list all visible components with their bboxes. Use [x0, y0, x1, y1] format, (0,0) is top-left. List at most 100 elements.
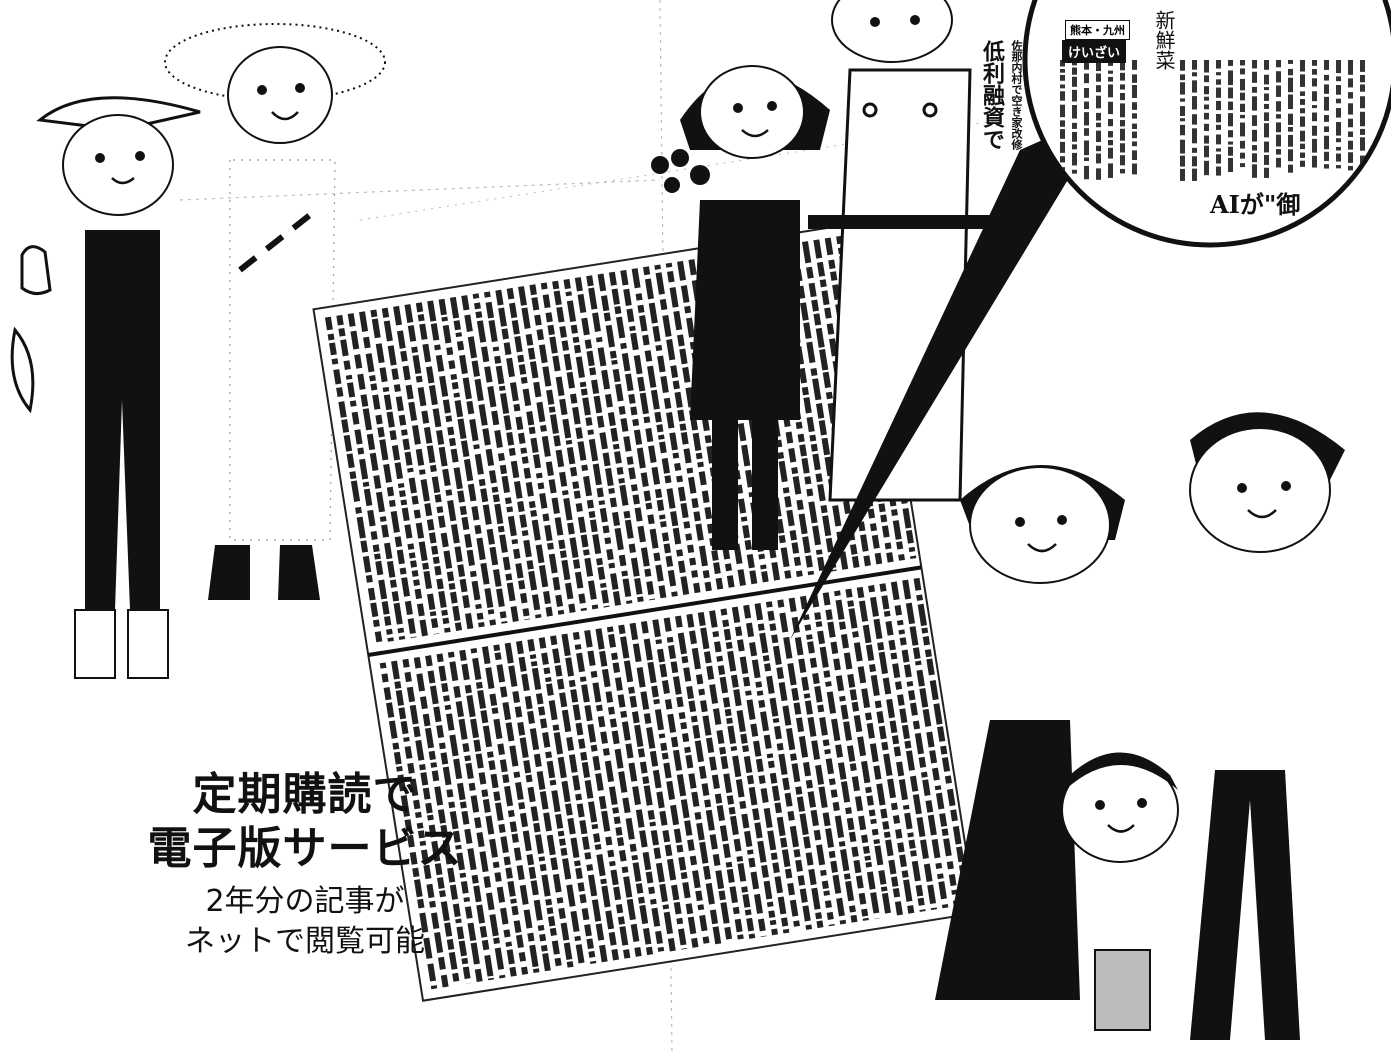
lens-text-mark [1228, 113, 1233, 127]
newspaper-text-mark [694, 811, 702, 820]
lens-text-mark [1120, 155, 1125, 166]
newspaper-text-mark [684, 746, 691, 754]
newspaper-text-mark [356, 516, 366, 539]
newspaper-text-mark [651, 685, 659, 698]
newspaper-text-mark [722, 697, 731, 708]
newspaper-text-mark [609, 350, 617, 359]
newspaper-text-mark [481, 646, 491, 665]
lens-text-mark [1132, 141, 1137, 147]
newspaper-text-mark [528, 426, 536, 435]
newspaper-text-mark [620, 636, 630, 659]
lens-text-mark [1240, 140, 1245, 149]
newspaper-text-mark [492, 346, 500, 352]
newspaper-text-mark [675, 615, 683, 628]
newspaper-text-mark [559, 550, 567, 559]
lens-text-mark [1300, 143, 1305, 150]
newspaper-text-mark [851, 846, 859, 858]
newspaper-text-mark [493, 937, 500, 945]
newspaper-text-mark [440, 974, 449, 988]
newspaper-text-mark [464, 684, 472, 694]
newspaper-text-mark [720, 755, 729, 770]
newspaper-text-mark [648, 445, 657, 463]
newspaper-text-mark [843, 873, 851, 880]
lens-text-mark [1228, 130, 1233, 138]
newspaper-text-mark [545, 751, 553, 759]
newspaper-text-mark [626, 308, 635, 323]
newspaper-text-mark [796, 796, 806, 812]
newspaper-text-mark [584, 704, 593, 722]
lens-text-mark [1324, 164, 1329, 169]
newspaper-text-mark [653, 698, 660, 705]
newspaper-text-mark [351, 411, 360, 425]
newspaper-text-mark [858, 892, 867, 905]
newspaper-text-mark [367, 587, 376, 601]
newspaper-text-mark [655, 564, 664, 582]
newspaper-text-mark [637, 748, 646, 758]
newspaper-text-mark [553, 732, 564, 755]
newspaper-text-mark [914, 732, 925, 755]
newspaper-text-mark [464, 314, 473, 332]
newspaper-text-mark [521, 673, 530, 692]
newspaper-text-mark [599, 507, 608, 523]
newspaper-text-mark [676, 475, 683, 483]
newspaper-text-mark [439, 890, 446, 898]
newspaper-text-mark [781, 917, 789, 927]
newspaper-text-mark [785, 431, 794, 444]
newspaper-text-mark [816, 403, 825, 419]
newspaper-text-mark [709, 909, 719, 925]
newspaper-text-mark [608, 786, 618, 806]
lens-text-mark [1228, 146, 1233, 156]
newspaper-text-mark [592, 682, 602, 703]
newspaper-text-mark [480, 562, 490, 585]
newspaper-text-mark [467, 922, 477, 942]
newspaper-text-mark [350, 330, 360, 350]
newspaper-text-mark [826, 323, 835, 335]
newspaper-text-mark [899, 637, 907, 646]
newspaper-text-mark [429, 900, 436, 908]
newspaper-text-mark [663, 397, 672, 409]
newspaper-text-mark [481, 789, 489, 798]
newspaper-text-mark [440, 752, 449, 765]
newspaper-text-mark [892, 663, 901, 679]
lens-text-mark [1312, 112, 1317, 122]
newspaper-text-mark [530, 806, 539, 822]
newspaper-text-mark [498, 385, 506, 392]
lens-text-mark [1348, 78, 1353, 88]
newspaper-text-mark [590, 744, 598, 752]
newspaper-text-mark [442, 839, 451, 854]
family-figures [935, 412, 1345, 1040]
newspaper-text-mark [753, 740, 762, 757]
florist-figure [651, 65, 830, 550]
lens-text-mark [1300, 108, 1305, 114]
newspaper-text-mark [409, 778, 419, 797]
newspaper-text-mark [788, 447, 797, 463]
lens-text-mark [1096, 73, 1101, 82]
newspaper-text-mark [537, 924, 545, 931]
newspaper-text-mark [447, 426, 455, 436]
lens-text-mark [1264, 103, 1269, 109]
newspaper-text-mark [823, 670, 831, 678]
newspaper-text-mark [491, 410, 500, 426]
newspaper-text-mark [382, 386, 390, 393]
newspaper-text-mark [393, 384, 401, 393]
lens-text-mark [1132, 74, 1137, 83]
newspaper-text-mark [499, 464, 508, 475]
newspaper-text-mark [438, 742, 446, 750]
newspaper-text-mark [588, 287, 598, 310]
newspaper-text-mark [349, 400, 357, 407]
newspaper-text-mark [676, 549, 684, 557]
newspaper-text-mark [511, 319, 520, 335]
newspaper-text-mark [402, 658, 410, 668]
lens-text-mark [1312, 105, 1317, 109]
newspaper-text-mark [494, 872, 502, 882]
newspaper-text-mark [506, 431, 515, 446]
newspaper-text-mark [643, 713, 652, 724]
lens-text-mark [1300, 160, 1305, 167]
newspaper-text-mark [518, 286, 527, 306]
newspaper-text-mark [845, 880, 855, 902]
newspaper-text-mark [666, 339, 676, 361]
newspaper-text-mark [632, 643, 642, 663]
newspaper-text-mark [903, 879, 913, 902]
newspaper-text-mark [422, 787, 431, 800]
newspaper-text-mark [660, 375, 669, 394]
